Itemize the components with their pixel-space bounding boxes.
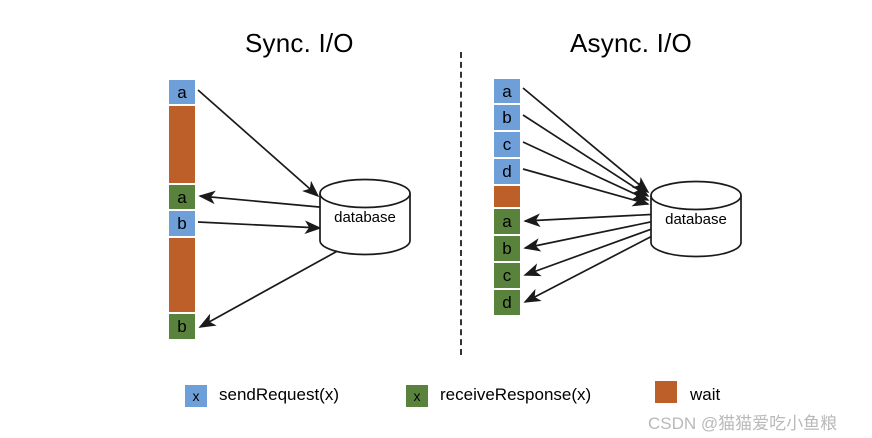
database-label-async: database [665, 211, 727, 228]
panel-divider [460, 52, 462, 355]
watermark: CSDN @猫猫爱吃小鱼粮 [648, 414, 838, 433]
database-cylinder-top-async [650, 180, 742, 211]
arrow-async-recv-c [523, 225, 661, 277]
legend-label-send: sendRequest(x) [219, 385, 340, 404]
arrow-async-send-c [522, 141, 650, 201]
timeline-block-async-send-request-d: d [493, 158, 521, 185]
timeline-block-sync-wait-1 [168, 105, 196, 184]
arrow-async-recv-b [523, 219, 661, 252]
timeline-block-async-receive-response-b: b [493, 235, 521, 262]
timeline-block-sync-send-request-b: b [168, 210, 196, 237]
arrow-async-send-b [522, 114, 650, 197]
panel-title-async: Async. I/O [570, 28, 692, 58]
timeline-block-async-send-request-b: b [493, 104, 521, 131]
legend-swatch-recv: x [406, 385, 428, 407]
timeline-block-sync-wait-4 [168, 237, 196, 313]
legend-label-recv: receiveResponse(x) [440, 385, 592, 404]
timeline-block-async-receive-response-a: a [493, 208, 521, 235]
timeline-block-async-send-request-c: c [493, 131, 521, 158]
timeline-block-async-send-request-a: a [493, 78, 521, 104]
timeline-block-async-receive-response-d: d [493, 289, 521, 316]
panel-title-sync: Sync. I/O [245, 28, 354, 58]
legend-swatch-send: x [185, 385, 207, 407]
database-label-sync: database [334, 209, 396, 226]
legend-label-wait: wait [690, 385, 721, 404]
arrow-sync-send-b [197, 220, 322, 235]
arrow-async-send-a [522, 87, 650, 194]
timeline-block-sync-receive-response-a: a [168, 184, 196, 210]
timeline-block-async-receive-response-c: c [493, 262, 521, 289]
timeline-block-async-wait-4 [493, 185, 521, 208]
arrow-sync-recv-a [198, 190, 331, 209]
arrow-async-recv-d [523, 231, 661, 303]
legend-swatch-wait [655, 381, 677, 403]
arrow-sync-recv-b [198, 242, 353, 328]
timeline-block-sync-send-request-a: a [168, 79, 196, 105]
database-cylinder-top-sync [319, 178, 411, 209]
timeline-block-sync-receive-response-b: b [168, 313, 196, 340]
arrow-sync-send-a [197, 89, 320, 198]
arrow-async-recv-a [523, 213, 661, 227]
arrow-async-send-d [522, 168, 650, 207]
